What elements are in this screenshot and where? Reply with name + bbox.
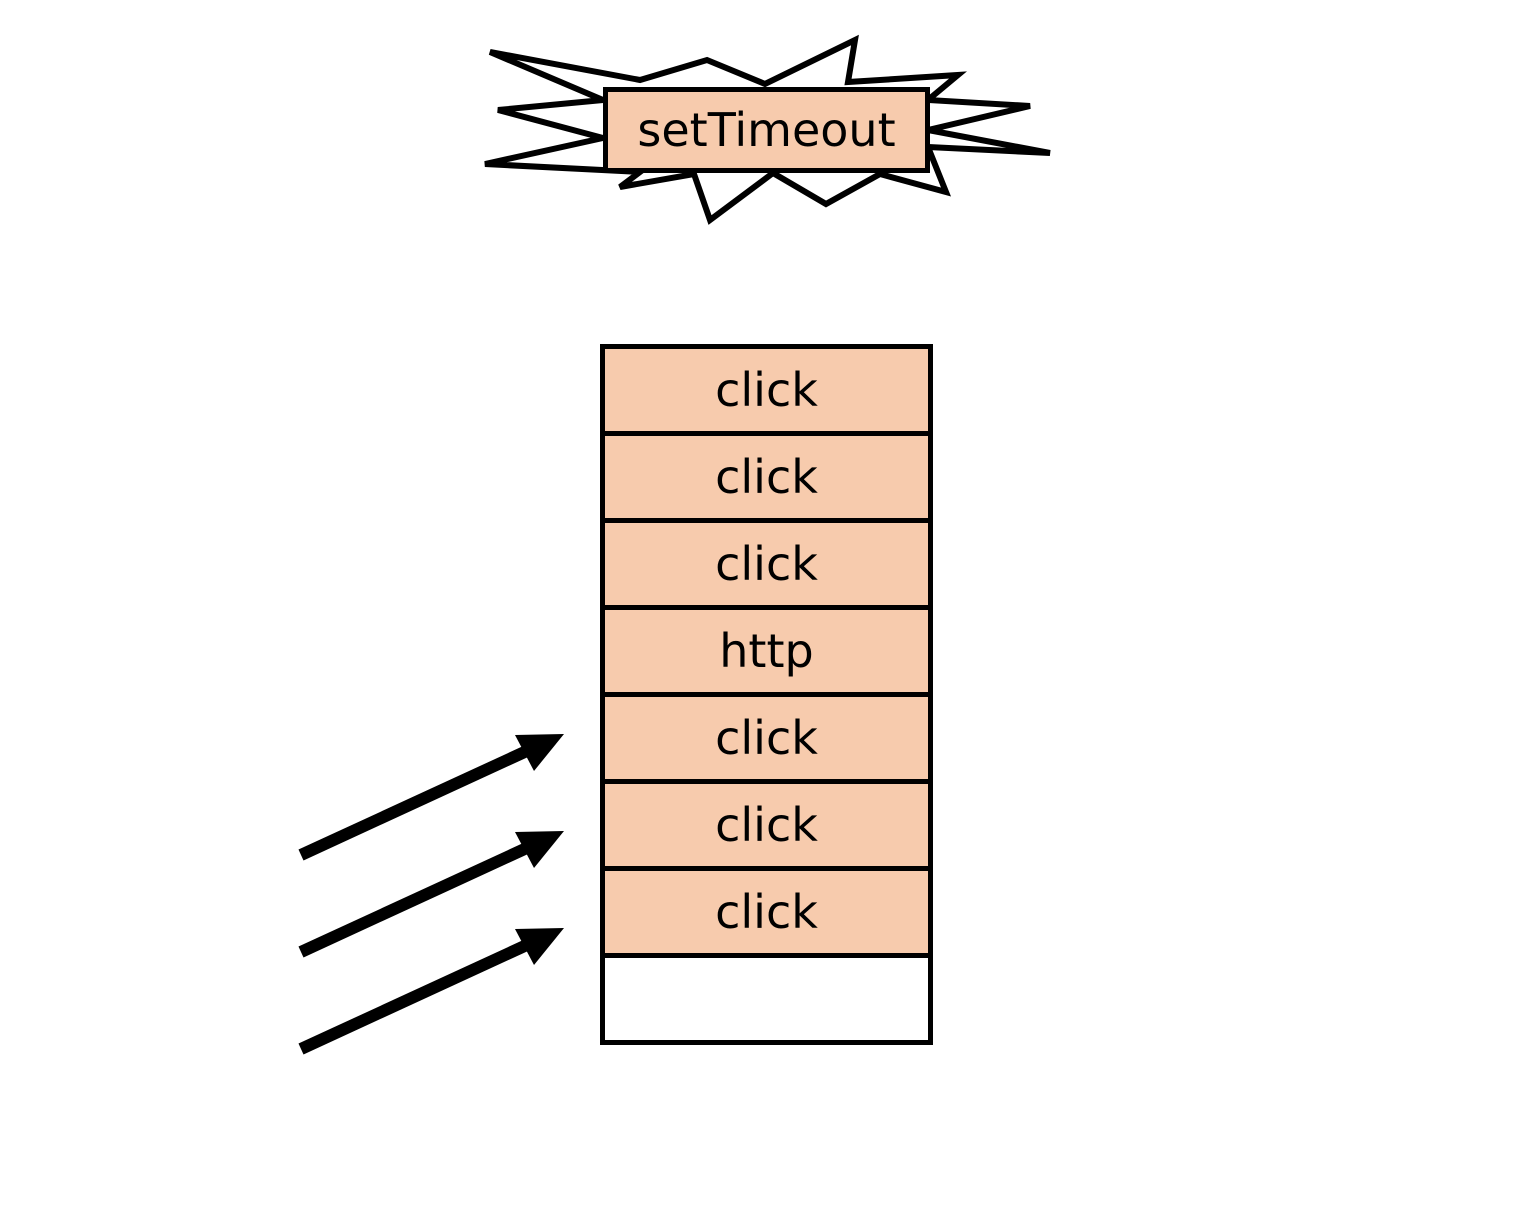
arrow-icon xyxy=(298,734,564,861)
queue-item: click xyxy=(605,349,928,431)
queue-item: click xyxy=(605,518,928,605)
arrow-icon xyxy=(298,831,564,958)
settimeout-event-box: setTimeout xyxy=(603,87,930,173)
queue-empty-slot xyxy=(605,953,928,1040)
event-queue: click click click http click click click xyxy=(600,344,933,1045)
queue-item: click xyxy=(605,431,928,518)
incoming-arrows xyxy=(298,734,564,1055)
queue-item: click xyxy=(605,779,928,866)
queue-item: click xyxy=(605,692,928,779)
arrow-icon xyxy=(298,928,564,1055)
queue-item: click xyxy=(605,866,928,953)
queue-item: http xyxy=(605,605,928,692)
